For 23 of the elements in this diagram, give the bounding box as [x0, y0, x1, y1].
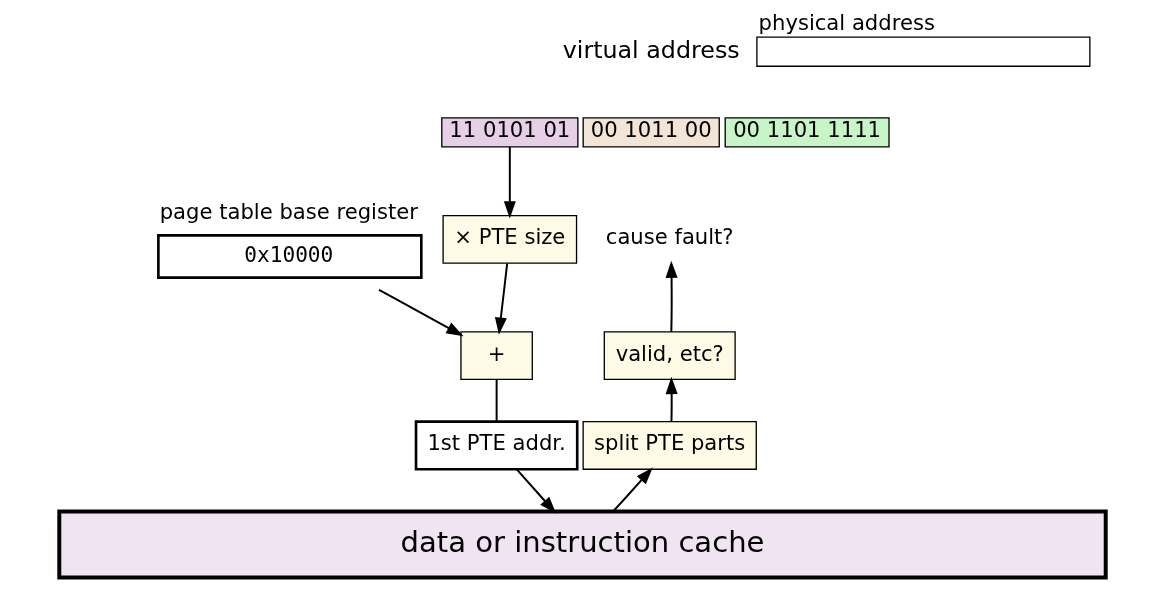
label: virtual address: [562, 35, 740, 64]
arrow: [494, 262, 508, 335]
node-box: 00 1101 1111: [724, 117, 890, 148]
node-label: physical address: [758, 10, 935, 36]
node-box: [755, 36, 1090, 67]
node-box: 1st PTE addr.: [414, 420, 579, 471]
connector: [495, 378, 498, 423]
arrow: [377, 288, 463, 337]
node-box: valid, etc?: [603, 331, 736, 381]
arrow: [611, 467, 653, 513]
node-box: 11 0101 01: [440, 117, 579, 148]
node-box: data or instruction cache: [56, 509, 1108, 580]
node-text: cause fault?: [605, 224, 734, 250]
arrow: [665, 376, 678, 423]
node-box: split PTE parts: [582, 421, 757, 470]
node-box: 00 1011 00: [582, 117, 720, 148]
arrow: [515, 468, 556, 514]
arrow: [665, 260, 678, 333]
node-box: 0x10000: [156, 234, 423, 279]
arrow: [503, 145, 516, 219]
node-label: page table base register: [159, 199, 418, 225]
node-box: × PTE size: [441, 214, 577, 264]
node-box: +: [459, 331, 533, 381]
